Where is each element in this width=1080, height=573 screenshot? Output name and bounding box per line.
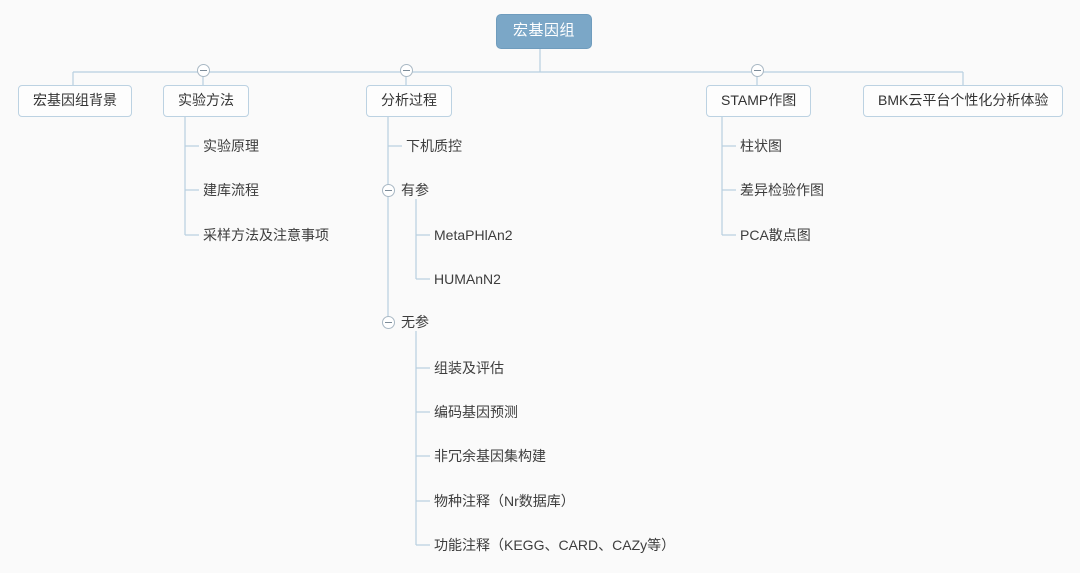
collapse-minus-icon-stamp[interactable]: [751, 64, 764, 77]
leaf-node-difference-test-plot[interactable]: 差异检验作图: [740, 182, 824, 198]
leaf-node-de-novo[interactable]: 无参: [401, 314, 429, 330]
branch-node-experiment-method[interactable]: 实验方法: [163, 85, 249, 117]
branch-node-analysis-process[interactable]: 分析过程: [366, 85, 452, 117]
leaf-node-sampling-method[interactable]: 采样方法及注意事项: [203, 227, 329, 243]
leaf-node-bar-chart[interactable]: 柱状图: [740, 138, 782, 154]
leaf-node-experiment-principle[interactable]: 实验原理: [203, 138, 259, 154]
collapse-minus-icon-de-novo[interactable]: [382, 316, 395, 329]
leaf-node-qc[interactable]: 下机质控: [406, 138, 462, 154]
leaf-node-gene-prediction[interactable]: 编码基因预测: [434, 404, 518, 420]
leaf-node-function-annotation[interactable]: 功能注释（KEGG、CARD、CAZy等）: [434, 537, 676, 553]
leaf-node-library-workflow[interactable]: 建库流程: [203, 182, 259, 198]
collapse-minus-icon-analysis-process[interactable]: [400, 64, 413, 77]
leaf-node-metaphlan2[interactable]: MetaPHlAn2: [434, 227, 513, 243]
root-node[interactable]: 宏基因组: [496, 14, 593, 49]
leaf-node-reference-based[interactable]: 有参: [401, 182, 429, 198]
leaf-node-assembly-evaluation[interactable]: 组装及评估: [434, 360, 504, 376]
leaf-node-nonredundant-geneset[interactable]: 非冗余基因集构建: [434, 448, 546, 464]
branch-node-bmk-cloud[interactable]: BMK云平台个性化分析体验: [863, 85, 1064, 117]
leaf-node-pca-scatter[interactable]: PCA散点图: [740, 227, 811, 243]
branch-node-stamp[interactable]: STAMP作图: [706, 85, 812, 117]
collapse-minus-icon-reference-based[interactable]: [382, 184, 395, 197]
branch-node-background[interactable]: 宏基因组背景: [18, 85, 132, 117]
leaf-node-humann2[interactable]: HUMAnN2: [434, 271, 501, 287]
leaf-node-species-annotation[interactable]: 物种注释（Nr数据库）: [434, 493, 575, 509]
collapse-minus-icon-experiment-method[interactable]: [197, 64, 210, 77]
